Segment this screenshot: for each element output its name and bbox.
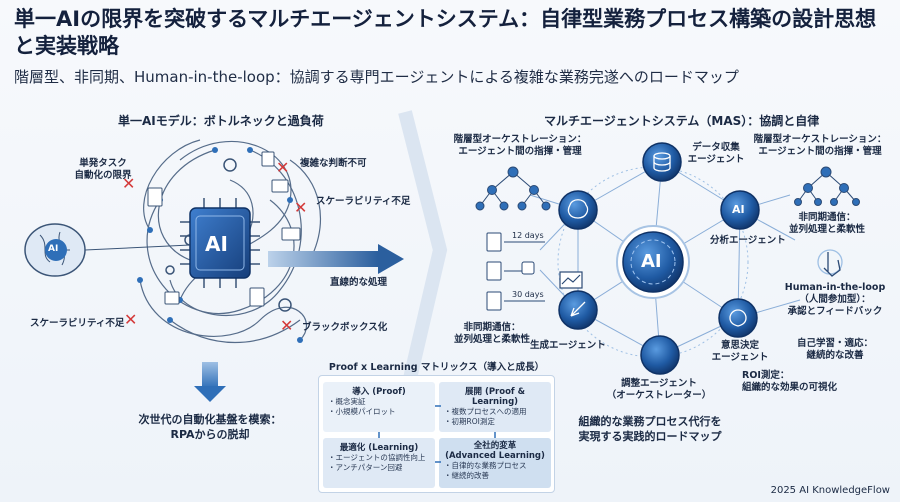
matrix-cell-item: ・エージェントの協調性向上 xyxy=(328,453,426,462)
agent-orb-coordinator xyxy=(640,335,680,375)
matrix-cell-item: ・初期ROI測定 xyxy=(444,417,495,426)
doc-icons xyxy=(147,151,301,307)
hub-ai-text: AI xyxy=(641,251,662,272)
x-mark-scalability-2: ✕ xyxy=(124,310,138,329)
label-days-12: 12 days xyxy=(512,231,544,240)
label-days-30: 30 days xyxy=(512,290,544,299)
x-mark-scalability-1: ✕ xyxy=(294,198,308,217)
brain-ai-text: AI xyxy=(48,244,59,254)
agent-orb-data xyxy=(642,142,682,182)
label-single-task: 単発タスク 自動化の限界 xyxy=(74,158,132,181)
label-blackbox: ブラックボックス化 xyxy=(302,322,388,333)
label-hier-left: 階層型オーケストレーション： エージェント間の指揮・管理 xyxy=(453,134,587,157)
matrix-cell-item: ・自律的な業務プロセス xyxy=(444,461,527,470)
matrix-cell-item: ・小規模パイロット xyxy=(328,407,396,416)
right-bottom-text: 組織的な業務プロセス代行を 実現する実践的ロードマップ xyxy=(578,415,722,443)
analysis-ai-text: AI xyxy=(732,203,745,216)
label-linear: 直線的な処理 xyxy=(330,277,388,288)
hierarchy-tree-left xyxy=(475,166,551,211)
node-analysis: 分析エージェント xyxy=(710,235,786,246)
linear-arrow xyxy=(268,244,404,274)
matrix-cell-head: 全社的変革 (Advanced Learning) xyxy=(445,441,545,461)
matrix-title: Proof x Learning マトリックス（導入と成長） xyxy=(328,362,545,373)
matrix-cell-transform: 全社的変革 (Advanced Learning) ・自律的な業務プロセス ・継… xyxy=(439,438,551,488)
label-async-right: 非同期通信： 並列処理と柔軟性 xyxy=(788,212,865,235)
center-ai-text: AI xyxy=(205,232,228,256)
section-divider xyxy=(398,110,448,402)
page-subtitle: 階層型、非同期、Human-in-the-loop：協調する専門エージェントによ… xyxy=(14,68,739,86)
label-self-learn: 自己学習・適応： 継続的な改善 xyxy=(796,338,873,361)
calendar-icon xyxy=(521,261,535,275)
node-coordinator: 調整エージェント （オーケストレーター） xyxy=(606,378,712,401)
brain-icon xyxy=(24,223,86,277)
label-scalability-1: スケーラビリティ不足 xyxy=(316,196,411,207)
matrix-cell-head: 最適化 (Learning) xyxy=(339,443,419,453)
matrix-cell-item: ・概念実証 xyxy=(328,397,366,406)
matrix-cell-item: ・複数プロセスへの適用 xyxy=(444,407,527,416)
matrix-cell-optimize: 最適化 (Learning) ・エージェントの協調性向上 ・アンチパターン回避 xyxy=(323,438,435,488)
agent-orb-analysis xyxy=(720,190,760,230)
async-docs xyxy=(486,232,545,311)
center-ai-chip xyxy=(180,198,260,288)
left-bottom-text: 次世代の自動化基盤を模索： RPAからの脱却 xyxy=(138,413,282,441)
touch-hand-icon xyxy=(817,249,843,277)
x-mark-judgment: ✕ xyxy=(276,158,290,177)
mas-hub xyxy=(616,225,690,299)
page-title: 単一AIの限界を突破するマルチエージェントシステム：自律型業務プロセス構築の設計… xyxy=(14,7,877,58)
down-arrow xyxy=(194,362,226,402)
matrix-cell-deploy: 展開 (Proof & Learning) ・複数プロセスへの適用 ・初期ROI… xyxy=(439,382,551,432)
node-decision: 意思決定 エージェント xyxy=(711,340,769,363)
label-roi: ROI測定： 組織的な効果の可視化 xyxy=(742,370,838,393)
agent-orb-generation xyxy=(558,290,598,330)
matrix-cell-item: ・アンチパターン回避 xyxy=(328,463,403,472)
agent-orb-decision xyxy=(718,298,758,338)
matrix-cell-head: 展開 (Proof & Learning) xyxy=(464,387,525,407)
label-scalability-2: スケーラビリティ不足 xyxy=(30,318,125,329)
matrix-cell-item: ・継続的改善 xyxy=(444,471,489,480)
footer-credit: 2025 AI KnowledgeFlow xyxy=(770,485,890,496)
label-complex-judgment: 複雑な判断不可 xyxy=(300,158,367,169)
matrix-arrows xyxy=(378,405,496,463)
label-hier-right: 階層型オーケストレーション： エージェント間の指揮・管理 xyxy=(753,134,887,157)
node-generation: 生成エージェント xyxy=(530,340,606,351)
label-hitl: Human-in-the-loop （人間参加型）： 承認とフィードバック xyxy=(784,282,886,317)
right-section-title: マルチエージェントシステム（MAS）：協調と自律 xyxy=(544,114,820,128)
left-section-title: 単一AIモデル：ボトルネックと過負荷 xyxy=(118,114,324,128)
matrix-cell-proof: 導入 (Proof) ・概念実証 ・小規模パイロット xyxy=(323,382,435,432)
node-data-collect: データ収集 エージェント xyxy=(687,142,745,165)
label-async-left: 非同期通信： 並列処理と柔軟性 xyxy=(453,322,530,345)
matrix-cell-head: 導入 (Proof) xyxy=(352,387,406,397)
x-mark-blackbox: ✕ xyxy=(280,316,294,335)
hierarchy-tree-right xyxy=(794,166,860,206)
chart-icon xyxy=(559,271,583,289)
agent-orb-brain xyxy=(558,190,598,230)
x-mark-single-task: ✕ xyxy=(122,174,136,193)
proof-learning-matrix: 導入 (Proof) ・概念実証 ・小規模パイロット 展開 (Proof & L… xyxy=(318,375,555,493)
